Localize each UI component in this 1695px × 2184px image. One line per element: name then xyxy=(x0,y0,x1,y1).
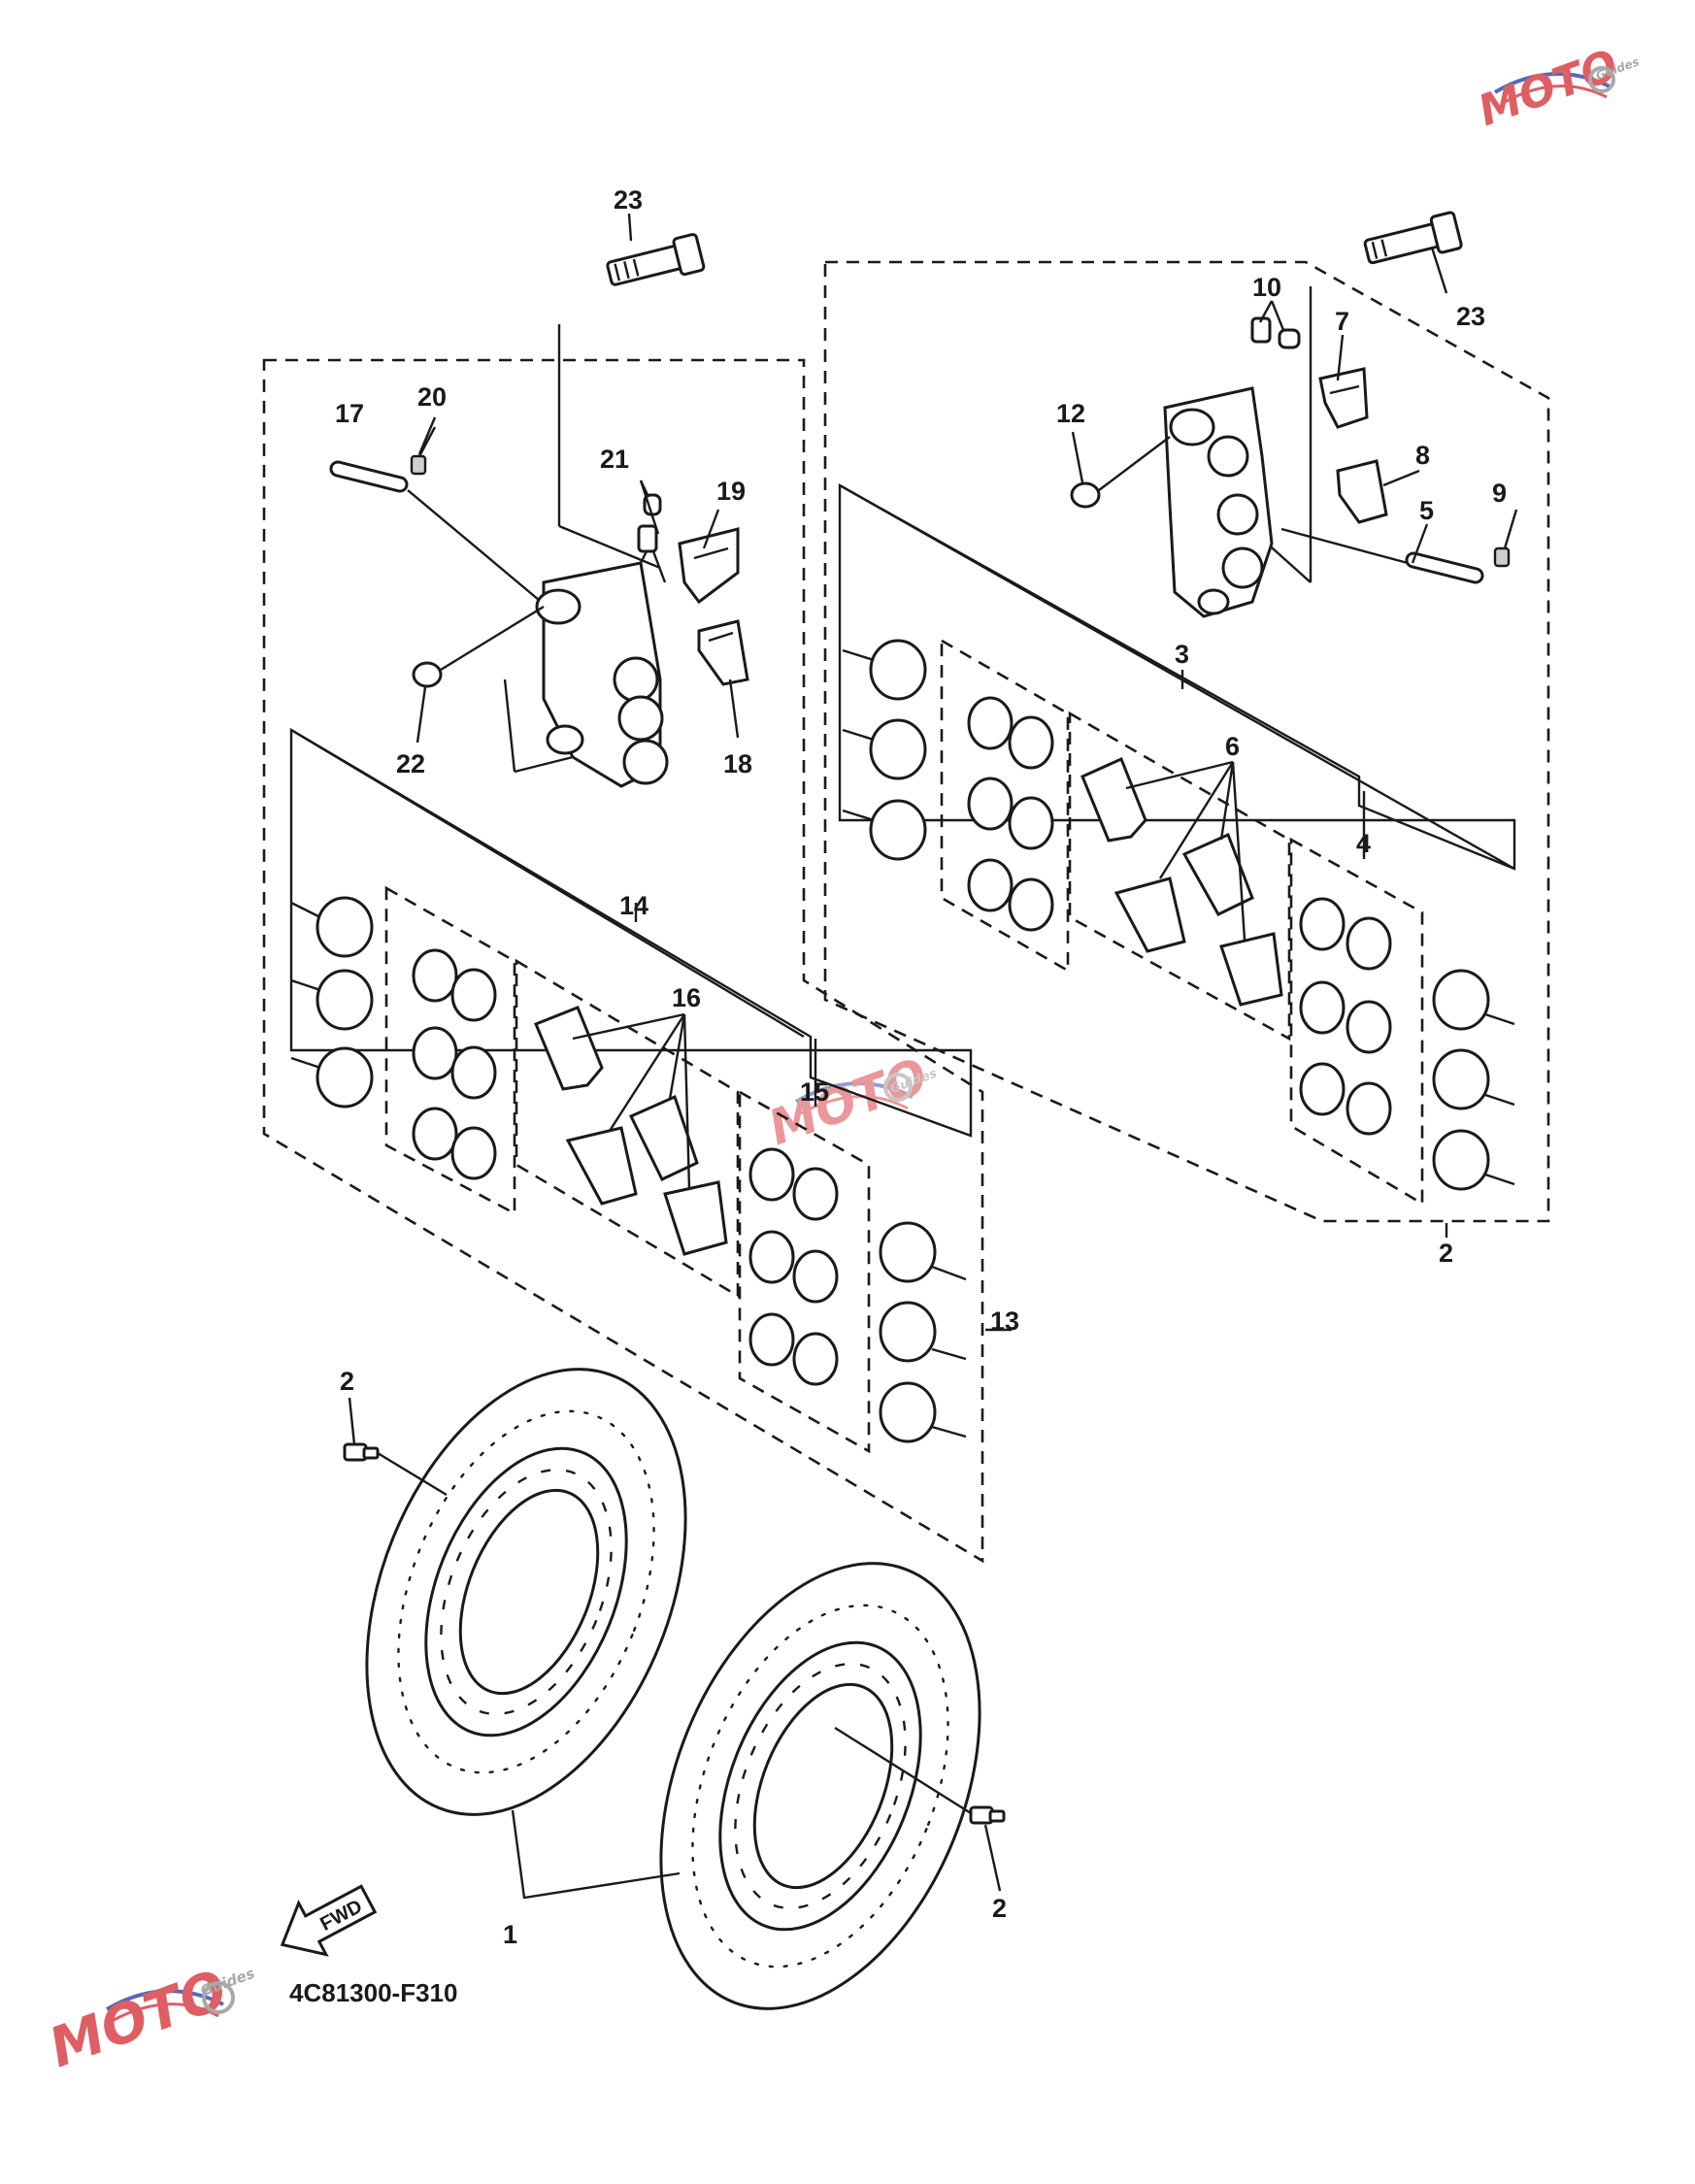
pistons-left-a xyxy=(290,896,374,1109)
assembly-13-outline xyxy=(262,358,984,1564)
watermark-center: MOTO Guides xyxy=(761,1047,939,1156)
kit-14-outline xyxy=(289,727,973,1138)
disc-bolt-2-left xyxy=(343,1442,448,1497)
pistons-right-a xyxy=(842,639,927,861)
clip-8 xyxy=(1336,459,1388,524)
callout-17: 17 xyxy=(335,399,364,428)
callout-22: 22 xyxy=(396,749,425,778)
callout-16: 16 xyxy=(672,983,701,1012)
brake-disc-left xyxy=(365,1368,687,1816)
spring-9 xyxy=(1318,367,1369,429)
brake-disc-right xyxy=(659,1562,981,2010)
callout-18: 18 xyxy=(723,749,752,778)
callout-21: 21 xyxy=(600,445,629,474)
callout-7: 5 xyxy=(1419,496,1434,525)
callout-23-left: 23 xyxy=(614,185,643,215)
callout-11: 10 xyxy=(1252,273,1281,302)
brake-pads-6 xyxy=(1080,756,1283,1007)
callout-12: 12 xyxy=(1056,399,1085,428)
brake-pads-16 xyxy=(534,1006,728,1256)
bolt-23-left xyxy=(606,233,706,286)
kit-15-outline xyxy=(738,1089,871,1454)
callout-labels: 23 23 10 7 12 8 5 9 3 6 4 2 13 14 16 15 … xyxy=(335,185,1507,1949)
callout-10: 9 xyxy=(1492,479,1507,508)
bleed-screw-11 xyxy=(1250,316,1301,349)
right-caliper-assembly xyxy=(823,211,1550,1223)
callout-4: 3 xyxy=(1175,640,1189,669)
left-caliper-assembly xyxy=(262,233,984,1564)
fwd-arrow-icon: FWD xyxy=(280,1884,378,1957)
clip-10 xyxy=(1493,546,1511,568)
spring-19 xyxy=(678,527,740,605)
svg-text:MOTO: MOTO xyxy=(761,1047,935,1156)
callout-14: 14 xyxy=(619,891,648,920)
callout-8: 8 xyxy=(1415,441,1430,470)
callout-23-right: 23 xyxy=(1456,302,1485,331)
callout-2-left: 2 xyxy=(340,1367,354,1396)
watermark-top-right: MOTO Guides xyxy=(1472,41,1641,137)
callout-1: 1 xyxy=(503,1920,517,1949)
callout-2-right: 2 xyxy=(992,1894,1007,1923)
diagram-code: 4C81300-F310 xyxy=(289,1978,457,2007)
svg-text:MOTO: MOTO xyxy=(42,1958,236,2080)
pin-17 xyxy=(329,460,540,601)
bolt-23-right xyxy=(1363,211,1463,265)
pin-7 xyxy=(1280,527,1484,584)
callout-9: 7 xyxy=(1335,307,1349,336)
callout-6: 6 xyxy=(1225,732,1240,761)
svg-text:MOTO: MOTO xyxy=(1472,41,1624,137)
seals-right-a xyxy=(967,696,1054,932)
callout-3: 2 xyxy=(1439,1239,1453,1268)
callout-5: 4 xyxy=(1356,829,1371,858)
clip-20 xyxy=(410,416,437,476)
callout-20: 20 xyxy=(417,382,447,412)
disc-bolt-2-right xyxy=(834,1726,1006,1825)
assembly-3-outline xyxy=(823,260,1550,1223)
pistons-left-b xyxy=(879,1221,967,1443)
seals-left-b xyxy=(748,1147,839,1386)
callout-15: 15 xyxy=(800,1077,829,1107)
pistons-right-b xyxy=(1432,969,1515,1191)
watermark-bottom-left: MOTO Guides xyxy=(42,1958,257,2080)
leader-lines xyxy=(348,213,1518,1892)
caliper-body-left xyxy=(535,541,669,788)
kit-5-outline xyxy=(1289,837,1424,1207)
seals-left-a xyxy=(412,948,497,1180)
seals-right-b xyxy=(1299,897,1392,1136)
callout-19: 19 xyxy=(716,477,746,506)
plug-12 xyxy=(1070,481,1101,509)
caliper-body-right xyxy=(1163,386,1274,618)
clip-18 xyxy=(697,619,749,686)
callout-13: 13 xyxy=(990,1307,1019,1336)
plug-22 xyxy=(412,661,443,688)
